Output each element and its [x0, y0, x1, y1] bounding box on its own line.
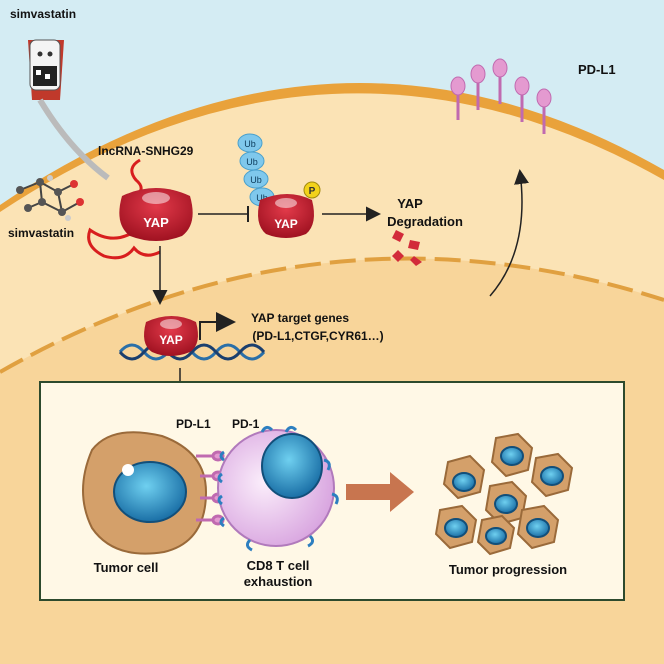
pd1-box-label: PD-1 [232, 417, 260, 431]
pdl1-box-label: PD-L1 [176, 417, 211, 431]
degradation-line2: Degradation [387, 214, 463, 229]
lncrna-label: lncRNA-SNHG29 [98, 144, 194, 158]
ub-label-2: Ub [246, 157, 258, 167]
yap-protein-left [119, 188, 193, 241]
transcription-arrow [199, 312, 236, 340]
simvastatin-pill-icon [28, 39, 110, 181]
pdl1-membrane-label: PD-L1 [578, 62, 616, 77]
simvastatin-molecule-icon [16, 175, 84, 221]
simvastatin-top-label: simvastatin [10, 7, 76, 21]
ub-label-3: Ub [250, 175, 262, 185]
yap-phos-label: YAP [274, 217, 298, 231]
yap-protein-phosphorylated [258, 194, 314, 238]
ub-label-4: Ub [256, 193, 268, 203]
tumor-cell-label: Tumor cell [94, 560, 159, 575]
phospho-icon [303, 181, 321, 199]
cd8-t-cell-icon [217, 429, 335, 547]
yap-protein-dna [144, 316, 198, 356]
phospho-label: P [309, 186, 316, 197]
degradation-line1: YAP [397, 196, 423, 211]
tumor-cluster-icon [434, 432, 574, 556]
tumor-cell-icon [82, 431, 208, 555]
yap-left-label: YAP [143, 215, 169, 230]
pd1-receptors [217, 425, 339, 552]
simvastatin-bottom-label: simvastatin [8, 226, 74, 240]
yap-dna-label: YAP [159, 333, 183, 347]
degraded-yap-fragments-icon [392, 230, 422, 266]
dna-helix [118, 343, 266, 361]
membrane-pdl1-group [450, 58, 552, 134]
target-genes-line2: (PD-L1,CTGF,CYR61…) [252, 329, 383, 343]
ub-label-1: Ub [244, 139, 256, 149]
cd8-line1: CD8 T cell [247, 558, 310, 573]
cd8-line2: exhaustion [244, 574, 313, 589]
tumor-progression-label: Tumor progression [449, 562, 567, 577]
progression-arrow-icon [346, 472, 414, 512]
pdl1-export-arrow [489, 169, 529, 297]
target-genes-line1: YAP target genes [251, 311, 349, 325]
